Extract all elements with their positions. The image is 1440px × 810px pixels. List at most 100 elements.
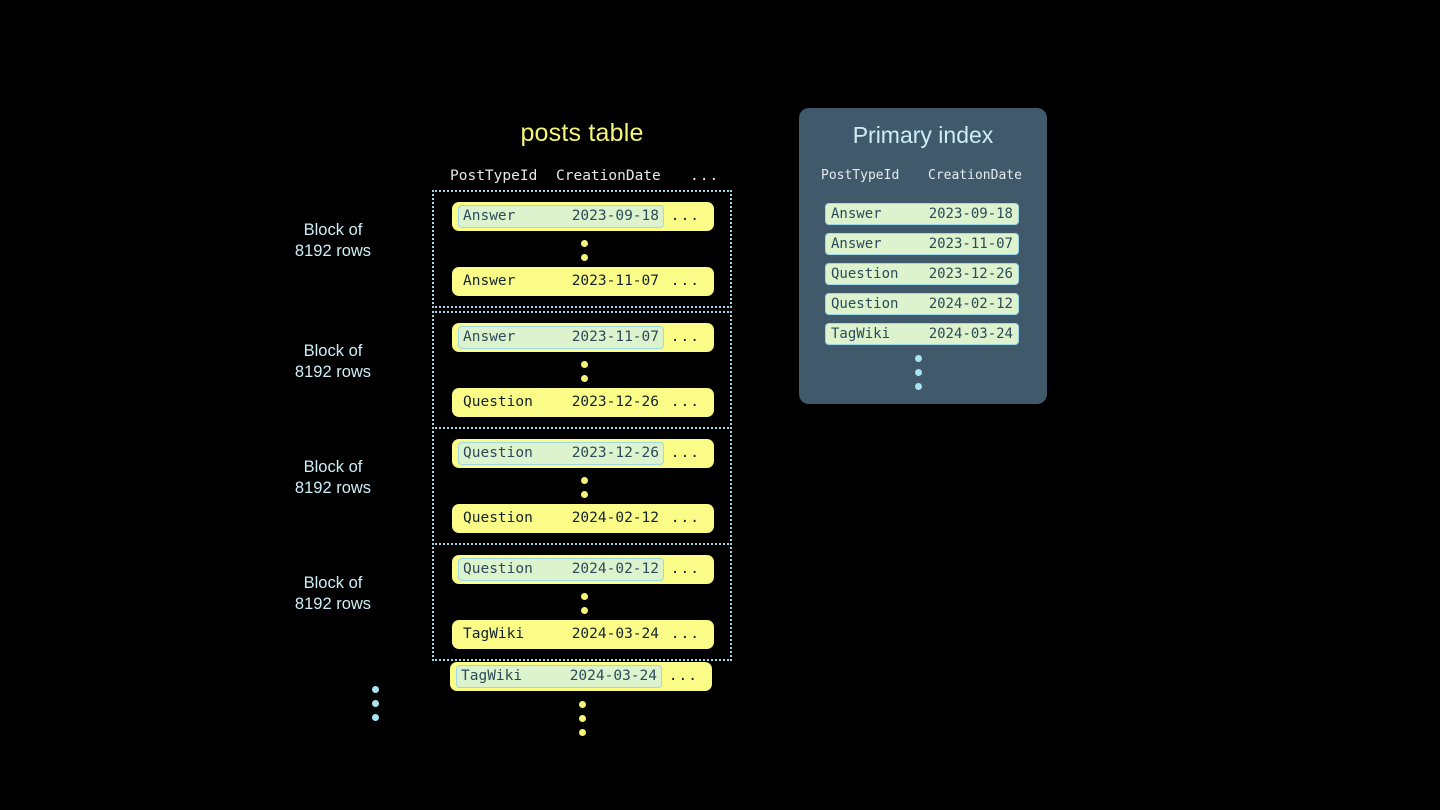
cell-ellipsis: ... bbox=[668, 668, 698, 684]
cell-ellipsis: ... bbox=[670, 394, 700, 410]
dot-icon bbox=[580, 361, 588, 368]
cell-ellipsis: ... bbox=[670, 208, 700, 224]
cell-creationdate: 2024-02-12 bbox=[571, 510, 659, 526]
cell-ellipsis: ... bbox=[670, 561, 700, 577]
table-row[interactable]: Question 2023-12-26 ... bbox=[452, 388, 714, 417]
cell-creationdate: 2023-12-26 bbox=[571, 394, 659, 410]
row-cells: Answer 2023-11-07 bbox=[458, 326, 664, 349]
primary-index-column-headers: PostTypeId CreationDate bbox=[821, 166, 1031, 186]
block-label-line2: 8192 rows bbox=[294, 595, 372, 613]
row-cells: Question 2024-02-12 bbox=[458, 558, 664, 581]
column-header-creationdate: CreationDate bbox=[556, 168, 661, 184]
index-row[interactable]: Question 2024-02-12 bbox=[825, 293, 1019, 315]
cell-ellipsis: ... bbox=[670, 510, 700, 526]
dot-icon bbox=[580, 593, 588, 600]
dot-icon bbox=[580, 491, 588, 498]
dot-icon bbox=[578, 701, 586, 708]
table-row[interactable]: Question 2024-02-12 ... bbox=[452, 504, 714, 533]
block-label-0: Block of 8192 rows bbox=[248, 220, 418, 262]
dot-icon bbox=[371, 700, 379, 707]
cell-posttypeid: Answer bbox=[463, 208, 516, 224]
index-row[interactable]: TagWiki 2024-03-24 bbox=[825, 323, 1019, 345]
dot-icon bbox=[580, 240, 588, 247]
block-label-line2: 8192 rows bbox=[294, 363, 372, 381]
cell-ellipsis: ... bbox=[670, 445, 700, 461]
cell-creationdate: 2024-03-24 bbox=[569, 668, 657, 684]
posts-table-column-headers: PostTypeId CreationDate ... bbox=[450, 166, 732, 186]
dot-icon bbox=[914, 383, 922, 390]
dot-icon bbox=[371, 714, 379, 721]
cell-posttypeid: Question bbox=[463, 394, 533, 410]
cell-posttypeid: Answer bbox=[831, 236, 882, 252]
row-cells: Answer 2023-09-18 bbox=[458, 205, 664, 228]
index-row[interactable]: Answer 2023-09-18 bbox=[825, 203, 1019, 225]
column-header-posttypeid: PostTypeId bbox=[450, 168, 538, 184]
index-row[interactable]: Answer 2023-11-07 bbox=[825, 233, 1019, 255]
cell-creationdate: 2023-11-07 bbox=[571, 329, 659, 345]
cell-posttypeid: Answer bbox=[463, 273, 516, 289]
cell-ellipsis: ... bbox=[670, 329, 700, 345]
dot-icon bbox=[914, 355, 922, 362]
block-label-line1: Block of bbox=[303, 342, 363, 360]
page-title: posts table bbox=[520, 119, 644, 147]
cell-posttypeid: Question bbox=[463, 510, 533, 526]
dot-icon bbox=[580, 375, 588, 382]
table-row[interactable]: Answer 2023-09-18 ... bbox=[452, 202, 714, 231]
cell-posttypeid: Question bbox=[831, 296, 899, 312]
dot-icon bbox=[578, 729, 586, 736]
index-row[interactable]: Question 2023-12-26 bbox=[825, 263, 1019, 285]
block-3: Block of 8192 rows Question 2024-02-12 ..… bbox=[295, 543, 732, 661]
cell-creationdate: 2024-03-24 bbox=[571, 626, 659, 642]
cell-posttypeid: Answer bbox=[463, 329, 516, 345]
dot-icon bbox=[914, 369, 922, 376]
table-bottom-ellipsis-dots bbox=[577, 701, 587, 743]
column-header-creationdate: CreationDate bbox=[928, 168, 1022, 183]
cell-ellipsis: ... bbox=[670, 626, 700, 642]
cell-creationdate: 2023-11-07 bbox=[928, 236, 1013, 252]
table-row[interactable]: Question 2024-02-12 ... bbox=[452, 555, 714, 584]
cell-creationdate: 2023-12-26 bbox=[928, 266, 1013, 282]
row-cells: Question 2024-02-12 bbox=[458, 507, 664, 530]
table-row[interactable]: TagWiki 2024-03-24 ... bbox=[452, 620, 714, 649]
table-row[interactable]: Answer 2023-11-07 ... bbox=[452, 323, 714, 352]
cell-creationdate: 2024-02-12 bbox=[571, 561, 659, 577]
primary-index-title: Primary index bbox=[852, 122, 994, 148]
block-label-2: Block of 8192 rows bbox=[248, 457, 418, 499]
cell-posttypeid: Answer bbox=[831, 206, 882, 222]
cell-creationdate: 2024-02-12 bbox=[928, 296, 1013, 312]
row-cells: TagWiki 2024-03-24 bbox=[458, 623, 664, 646]
row-cells: Answer 2023-11-07 bbox=[458, 270, 664, 293]
table-row[interactable]: Answer 2023-11-07 ... bbox=[452, 267, 714, 296]
cell-posttypeid: Question bbox=[463, 561, 533, 577]
block-label-line2: 8192 rows bbox=[294, 479, 372, 497]
dot-icon bbox=[580, 254, 588, 261]
dot-icon bbox=[578, 715, 586, 722]
cell-posttypeid: Question bbox=[831, 266, 899, 282]
cell-posttypeid: TagWiki bbox=[463, 626, 525, 642]
cell-creationdate: 2023-12-26 bbox=[571, 445, 659, 461]
column-header-ellipsis: ... bbox=[690, 168, 720, 184]
block-label-line1: Block of bbox=[303, 458, 363, 476]
block-label-line1: Block of bbox=[303, 574, 363, 592]
primary-index-panel: Primary index PostTypeId CreationDate An… bbox=[799, 108, 1047, 404]
row-cells: Question 2023-12-26 bbox=[458, 391, 664, 414]
cell-creationdate: 2023-09-18 bbox=[928, 206, 1013, 222]
dot-icon bbox=[580, 477, 588, 484]
index-continuation-dots bbox=[913, 355, 923, 397]
block-continuation-dots bbox=[370, 686, 380, 728]
cell-ellipsis: ... bbox=[670, 273, 700, 289]
cell-posttypeid: TagWiki bbox=[831, 326, 891, 342]
block-label-1: Block of 8192 rows bbox=[248, 341, 418, 383]
cell-creationdate: 2023-11-07 bbox=[571, 273, 659, 289]
cell-creationdate: 2024-03-24 bbox=[928, 326, 1013, 342]
block-label-line2: 8192 rows bbox=[294, 242, 372, 260]
dot-icon bbox=[371, 686, 379, 693]
cell-creationdate: 2023-09-18 bbox=[571, 208, 659, 224]
